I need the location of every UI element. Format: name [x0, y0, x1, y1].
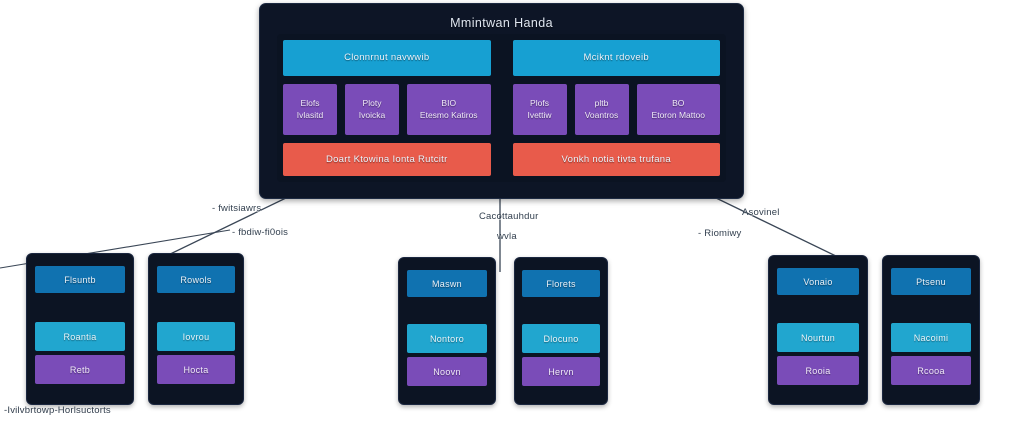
column-1-footer[interactable]: Doart Ktowina Ionta Rutcitr [283, 143, 491, 177]
card-5-mid[interactable]: Nourtun [776, 323, 860, 352]
chip-label-line2: Ivlasitd [296, 110, 324, 121]
card-6-mid[interactable]: Nacoimi [890, 323, 972, 352]
column-1-chip-2[interactable]: Ploty Ivoicka [345, 83, 399, 136]
edge-label-right-2: - Riomiwy [698, 228, 742, 239]
column-1-chip-row: Elofs Ivlasitd Ploty Ivoicka BIO Etesmo … [283, 83, 491, 136]
chip-label-line1: Elofs [300, 98, 320, 109]
main-panel-title: Mmintwan Handa [450, 16, 553, 30]
column-1-chip-1[interactable]: Elofs Ivlasitd [283, 83, 337, 136]
edge-label-center-1: Cacottauhdur [479, 211, 539, 222]
chip-label-line1: pltb [594, 98, 609, 109]
node-card-4[interactable]: Florets Dlocuno Hervn [514, 257, 608, 405]
edge-label-right-1: Asovinel [742, 207, 780, 218]
column-2-chip-2[interactable]: pltb Voantros [574, 83, 629, 136]
main-panel: Mmintwan Handa Clonnrnut navwwib Elofs I… [259, 3, 744, 199]
chip-label-line2: Ivoicka [358, 110, 386, 121]
card-1-low[interactable]: Retb [35, 355, 125, 384]
node-card-6[interactable]: Ptsenu Nacoimi Rcooa [882, 255, 980, 405]
node-card-2[interactable]: Rowols Iovrou Hocta [148, 253, 244, 405]
card-5-header[interactable]: Vonaio [776, 268, 860, 295]
panel-column-2: Mciknt rdoveib Plofs Ivettiw pltb Voantr… [512, 40, 720, 177]
card-3-mid[interactable]: Nontoro [406, 324, 488, 353]
node-card-3[interactable]: Maswn Nontoro Noovn [398, 257, 496, 405]
chip-label-line1: BIO [441, 98, 457, 109]
card-6-low[interactable]: Rcooa [890, 356, 972, 385]
edge-label-center-2: wvla [497, 231, 517, 242]
card-3-low[interactable]: Noovn [406, 357, 488, 386]
card-5-low[interactable]: Rooia [776, 356, 860, 385]
chip-label-line2: Etoron Mattoo [651, 110, 705, 121]
card-4-low[interactable]: Hervn [522, 357, 600, 386]
edge-label-left-2: - fbdiw-fi0ois [232, 227, 289, 238]
card-4-header[interactable]: Florets [522, 270, 600, 297]
card-3-header[interactable]: Maswn [406, 270, 488, 297]
column-1-chip-3[interactable]: BIO Etesmo Katiros [407, 83, 491, 136]
card-1-mid[interactable]: Roantia [35, 322, 125, 351]
main-panel-body: Clonnrnut navwwib Elofs Ivlasitd Ploty I… [277, 34, 726, 182]
node-card-1[interactable]: Flsuntb Roantia Retb [26, 253, 134, 405]
card-2-header[interactable]: Rowols [156, 266, 236, 293]
column-1-header[interactable]: Clonnrnut navwwib [283, 40, 491, 76]
panel-column-1: Clonnrnut navwwib Elofs Ivlasitd Ploty I… [283, 40, 491, 177]
column-2-footer[interactable]: Vonkh notia tivta trufana [512, 143, 720, 177]
chip-label-line2: Etesmo Katiros [419, 110, 478, 121]
column-2-chip-3[interactable]: BO Etoron Mattoo [636, 83, 720, 136]
chip-label-line1: Plofs [530, 98, 549, 109]
diagram-footnote: -Ivilvbrtowp-Horlsuctorts [4, 405, 111, 416]
column-2-chip-1[interactable]: Plofs Ivettiw [512, 83, 567, 136]
edge-label-left-1: - fwitsiawrs [212, 203, 262, 214]
card-2-low[interactable]: Hocta [156, 355, 236, 384]
chip-label-line2: Ivettiw [527, 110, 552, 121]
card-1-header[interactable]: Flsuntb [35, 266, 125, 293]
column-2-header[interactable]: Mciknt rdoveib [512, 40, 720, 76]
card-6-header[interactable]: Ptsenu [890, 268, 972, 295]
chip-label-line1: Ploty [362, 98, 382, 109]
card-4-mid[interactable]: Dlocuno [522, 324, 600, 353]
node-card-5[interactable]: Vonaio Nourtun Rooia [768, 255, 868, 405]
card-2-mid[interactable]: Iovrou [156, 322, 236, 351]
column-2-chip-row: Plofs Ivettiw pltb Voantros BO Etoron Ma… [512, 83, 720, 136]
chip-label-line1: BO [672, 98, 685, 109]
chip-label-line2: Voantros [584, 110, 619, 121]
